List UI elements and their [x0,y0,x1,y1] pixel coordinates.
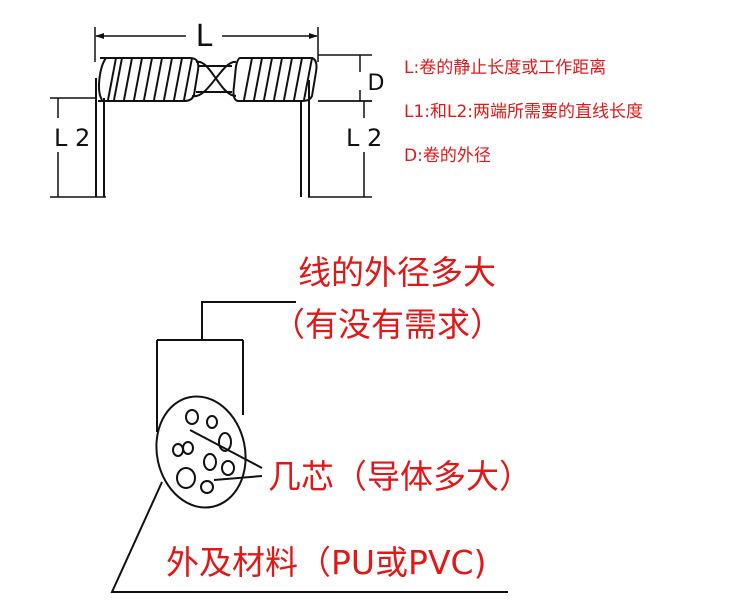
l-arrow-right [309,33,318,39]
legend-item-l1-l2: L1:和L2:两端所需要的直线长度 [404,102,644,122]
core-icon [200,480,214,494]
core-icon [206,415,218,429]
label-l2-left: L 2 [54,124,90,152]
l-arrow-left [95,33,104,39]
legend-item-d: D:卷的外径 [404,146,491,166]
cable-cross-section [155,395,247,509]
label-l2-right: L 2 [346,124,382,152]
core-icon [203,453,217,471]
outer-diameter-label: 线的外径多大 [298,253,496,292]
core-icon [221,460,235,476]
label-d: D [368,71,385,96]
cable-body [156,339,244,432]
outer-diameter-note: （有没有需求） [272,305,503,344]
sheath-label: 外及材料（PU或PVC) [166,543,487,582]
cores-leader-2 [213,475,263,481]
core-icon [182,441,194,455]
coil-diagram: L D L 2 L 2 [50,19,385,198]
core-icon [218,432,232,452]
core-icon [176,467,196,489]
legend-item-l: L:卷的静止长度或工作距离 [404,58,607,78]
outer-diameter-leader [201,301,296,340]
right-coil-section [232,57,318,102]
left-coil-section [98,57,200,102]
sheath-leader [110,481,508,593]
cores-label: 几芯（导体多大） [268,457,532,496]
core-icon [185,409,199,425]
cores-leader-1 [189,429,263,469]
label-l: L [196,19,213,54]
cable-diagram [110,301,508,593]
stretched-section [191,60,237,98]
core-icon [172,443,184,457]
